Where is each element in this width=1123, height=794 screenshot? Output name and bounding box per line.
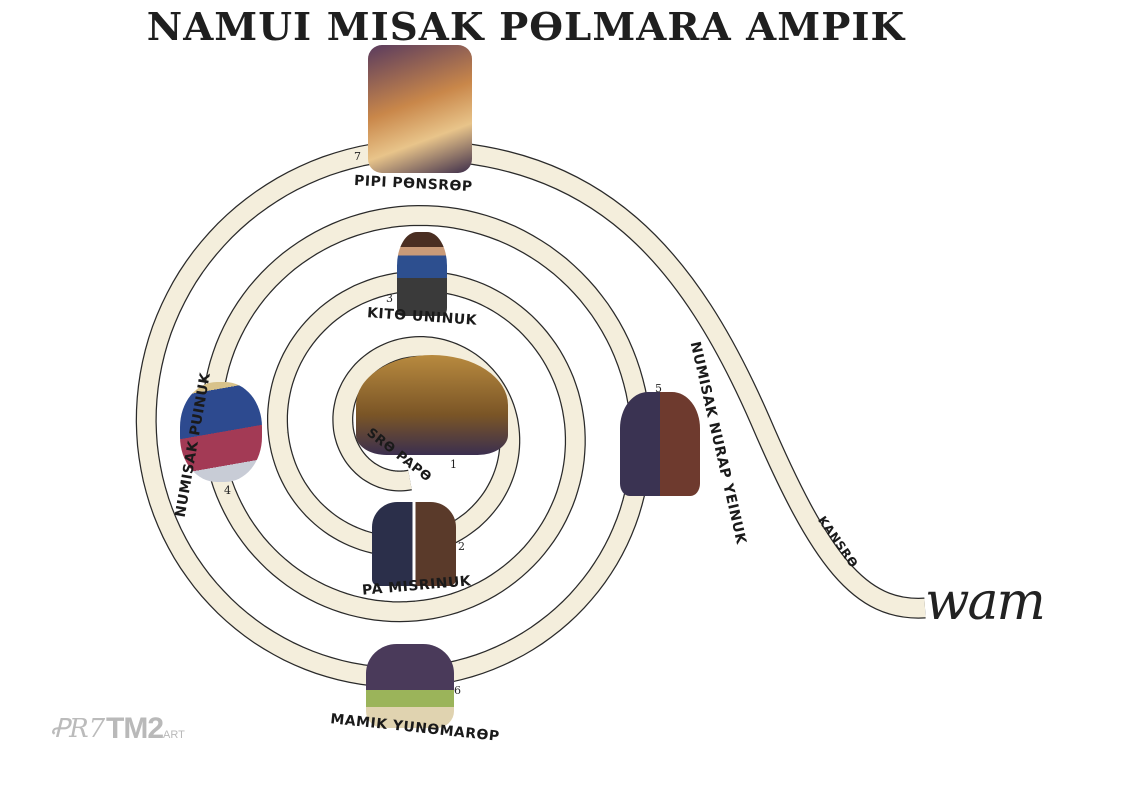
illustration-mother-baby [180, 382, 262, 482]
station-number-4: 4 [224, 484, 231, 497]
end-word: wam [925, 572, 1046, 632]
station-number-1: 1 [450, 458, 457, 471]
illustration-candles-offering [368, 45, 472, 173]
logo-suffix: ART [163, 729, 185, 741]
artist-logo-tm2art: TM2ART [106, 712, 185, 746]
station-number-2: 2 [458, 540, 465, 553]
station-number-3: 3 [386, 292, 393, 305]
artist-logo-signature: ꝒR7 [50, 714, 106, 744]
spiral-path-outline [135, 139, 926, 688]
logo-text: TM2 [106, 712, 164, 745]
station-number-5: 5 [655, 382, 662, 395]
illustration-hut-family [356, 355, 508, 455]
spiral-path-fill [136, 140, 926, 687]
diagram-title: NAMUI MISAK PƟLMARA AMPIK [146, 4, 906, 49]
station-number-7: 7 [354, 150, 361, 163]
illustration-young-couple [372, 502, 456, 586]
station-number-6: 6 [454, 684, 461, 697]
illustration-young-woman [397, 232, 447, 316]
illustration-elders [620, 392, 700, 496]
illustration-harvest [366, 644, 454, 728]
